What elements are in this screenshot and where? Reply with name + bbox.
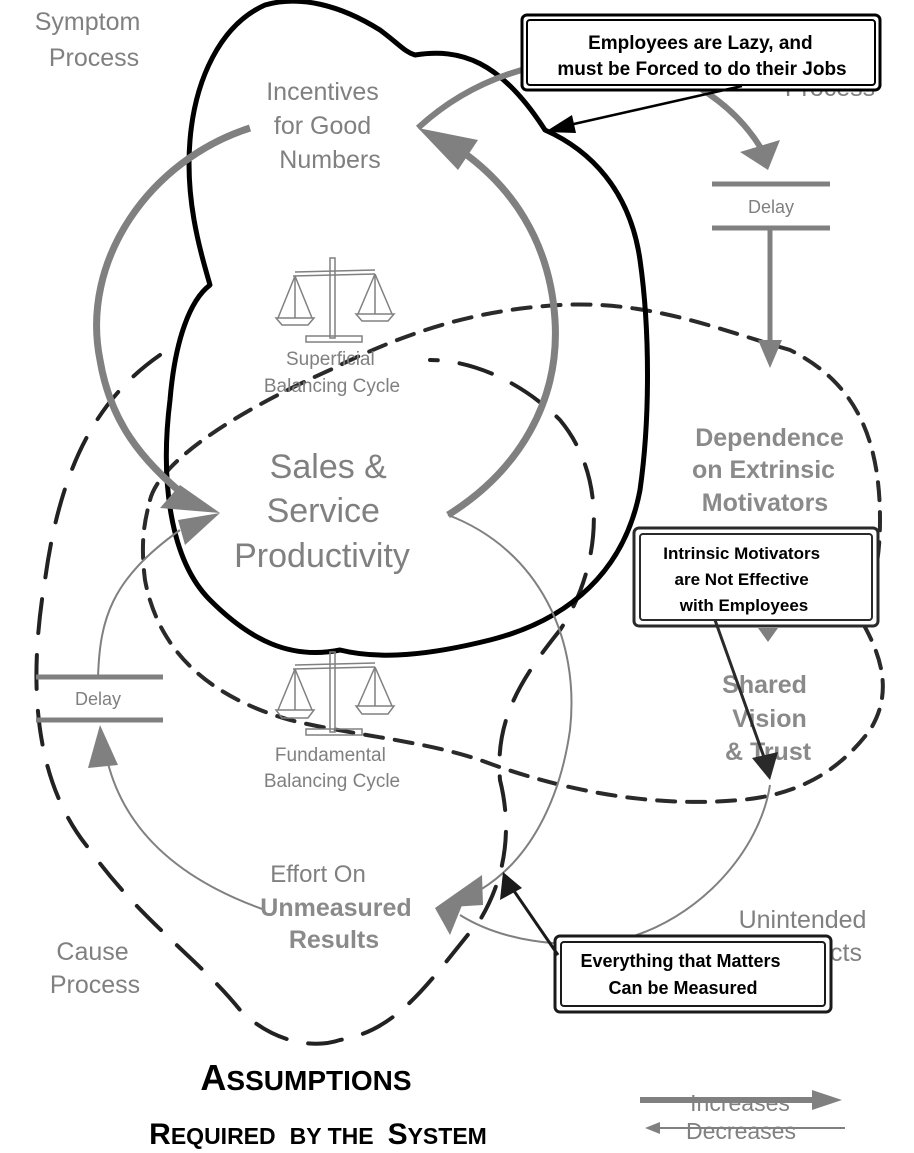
measured-pointer-arrow xyxy=(510,887,560,956)
incentives-to-productivity-arrow xyxy=(93,124,252,503)
symptom-process-cloud xyxy=(163,0,650,658)
effort-to-delay-arrow xyxy=(104,749,266,911)
lazy-pointer-arrow xyxy=(564,84,743,128)
node-incentives: Incentives for Good Numbers xyxy=(266,78,386,174)
delay-to-productivity-arrow xyxy=(97,529,181,678)
intrinsic-pointer-arrow xyxy=(713,619,767,761)
node-shared-vision: Shared Vision & Trust xyxy=(722,671,814,766)
fundamental-process-loop xyxy=(140,302,885,804)
assumption-box-lazy: Employees are Lazy, and must be Forced t… xyxy=(520,13,882,92)
legend: Increases Decreases xyxy=(640,1090,845,1144)
unintended-side-effects-label: Unintended cts xyxy=(739,906,874,967)
measured-pointer-arrowhead xyxy=(500,872,522,900)
svg-text:Intrinsic Motivators are: Intrinsic Motivators are Not Effective w… xyxy=(663,544,825,615)
cause-process-label: Cause Process xyxy=(50,938,140,999)
arrowhead-effort-top xyxy=(435,875,483,908)
productivity-to-effort-arrow xyxy=(447,514,573,891)
symptom-process-label: Symptom Process xyxy=(35,8,148,72)
node-dependence: Dependence on Extrinsic Motivators xyxy=(692,424,851,517)
svg-text:Everything that Matters: Everything that Matters Can be Measured xyxy=(580,951,785,998)
arrowhead-productivity-top xyxy=(160,485,220,513)
node-effort-line2: Unmeasured xyxy=(260,894,411,922)
legend-decreases-label: Decreases xyxy=(686,1118,796,1144)
arrowhead-productivity-bottom xyxy=(178,513,220,545)
superficial-cycle-label: Superficial Balancing Cycle xyxy=(264,349,400,397)
arrowhead-incentives xyxy=(418,128,478,170)
arrowhead-shared-vision xyxy=(758,628,778,642)
node-effort-line3: Results xyxy=(289,926,379,954)
intrinsic-pointer-arrowhead xyxy=(752,752,778,780)
delay-left-label: Delay xyxy=(75,689,121,709)
title-assumptions: ASSUMPTIONS xyxy=(200,1057,411,1098)
arrowhead-delay-right xyxy=(740,140,780,170)
scales-icon-superficial xyxy=(274,257,396,343)
legend-decreases-arrowhead xyxy=(645,1122,660,1134)
node-effort-line1: Effort On xyxy=(270,861,366,888)
fundamental-cycle-label: Fundamental Balancing Cycle xyxy=(264,745,400,792)
svg-text:Employees are Lazy, and: Employees are Lazy, and must be Forced t… xyxy=(557,33,846,80)
productivity-to-incentives-arrow xyxy=(446,147,559,518)
scales-icon-fundamental xyxy=(274,651,396,736)
cause-process-loop xyxy=(34,353,596,1046)
arrowhead-dependence xyxy=(758,340,782,368)
arrowhead-delay-left xyxy=(88,725,118,768)
delay-right-label: Delay xyxy=(748,197,794,217)
node-productivity: Sales & Service Productivity xyxy=(234,448,410,575)
assumption-box-measured: Everything that Matters Can be Measured xyxy=(553,934,833,1014)
lazy-pointer-arrowhead xyxy=(545,115,576,133)
assumption-box-intrinsic: Intrinsic Motivators are Not Effective w… xyxy=(632,526,880,628)
legend-increases-arrowhead xyxy=(812,1090,842,1110)
arrowhead-effort-bottom xyxy=(435,898,465,935)
